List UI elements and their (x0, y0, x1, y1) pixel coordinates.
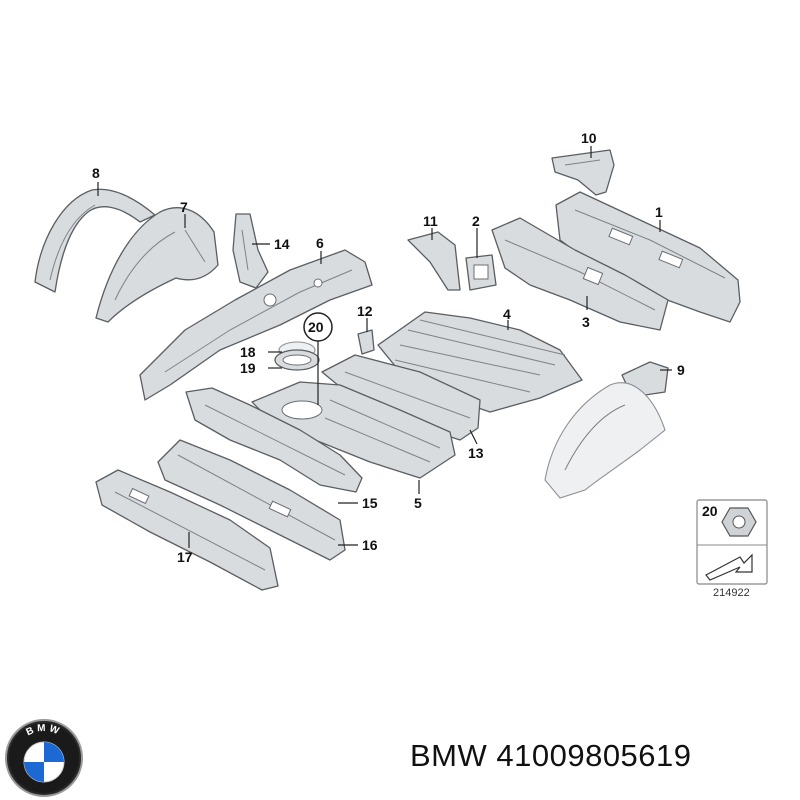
callout-12: 12 (357, 303, 373, 319)
callout-2: 2 (472, 213, 480, 229)
part-14-bracket (232, 213, 269, 289)
callout-10: 10 (581, 130, 597, 146)
part-10-top-bracket (551, 149, 615, 196)
part-11-small-bracket (407, 231, 461, 291)
callout-5: 5 (414, 495, 422, 511)
callout-16: 16 (362, 537, 378, 553)
svg-text:BMW: BMW (25, 723, 64, 738)
legend-box: 20 214922 (696, 499, 768, 599)
callout-18: 18 (240, 344, 256, 360)
callout-20: 20 (308, 319, 324, 335)
callout-9: 9 (677, 362, 685, 378)
part-wheel-housing-right (544, 382, 666, 499)
callout-11: 11 (423, 213, 438, 229)
arrow-icon (705, 553, 753, 581)
callout-20-circle (303, 312, 333, 342)
part-12-clip (357, 329, 375, 355)
part-7-inner-arch (95, 207, 219, 323)
callout-15: 15 (362, 495, 378, 511)
legend-label-20: 20 (702, 503, 718, 519)
callout-13: 13 (468, 445, 484, 461)
callout-labels: 8 7 14 6 10 1 11 2 3 4 12 9 20 18 19 13 … (92, 130, 685, 565)
bmw-logo-icon: BMW (5, 719, 83, 797)
callout-4: 4 (503, 306, 511, 322)
callout-8: 8 (92, 165, 100, 181)
part-6-longitudinal-member (139, 249, 373, 401)
part-15-seat-cross-member (185, 387, 363, 493)
part-number-caption: BMW 41009805619 (410, 738, 692, 773)
part-2-plate (465, 254, 497, 291)
part-18-19-seals (274, 341, 320, 371)
callout-17: 17 (177, 549, 193, 565)
part-17-lower-sill (95, 469, 279, 591)
logo-text: BMW (25, 723, 61, 738)
callout-3: 3 (582, 314, 590, 330)
callout-6: 6 (316, 235, 324, 251)
callout-14: 14 (274, 236, 290, 252)
part-3-rear-panel-inner (491, 217, 669, 331)
part-16-sill (157, 439, 346, 561)
callout-19: 19 (240, 360, 256, 376)
leader-lines (97, 146, 672, 548)
callout-7: 7 (180, 199, 188, 215)
reference-number: 214922 (713, 587, 750, 599)
callout-1: 1 (655, 204, 663, 220)
